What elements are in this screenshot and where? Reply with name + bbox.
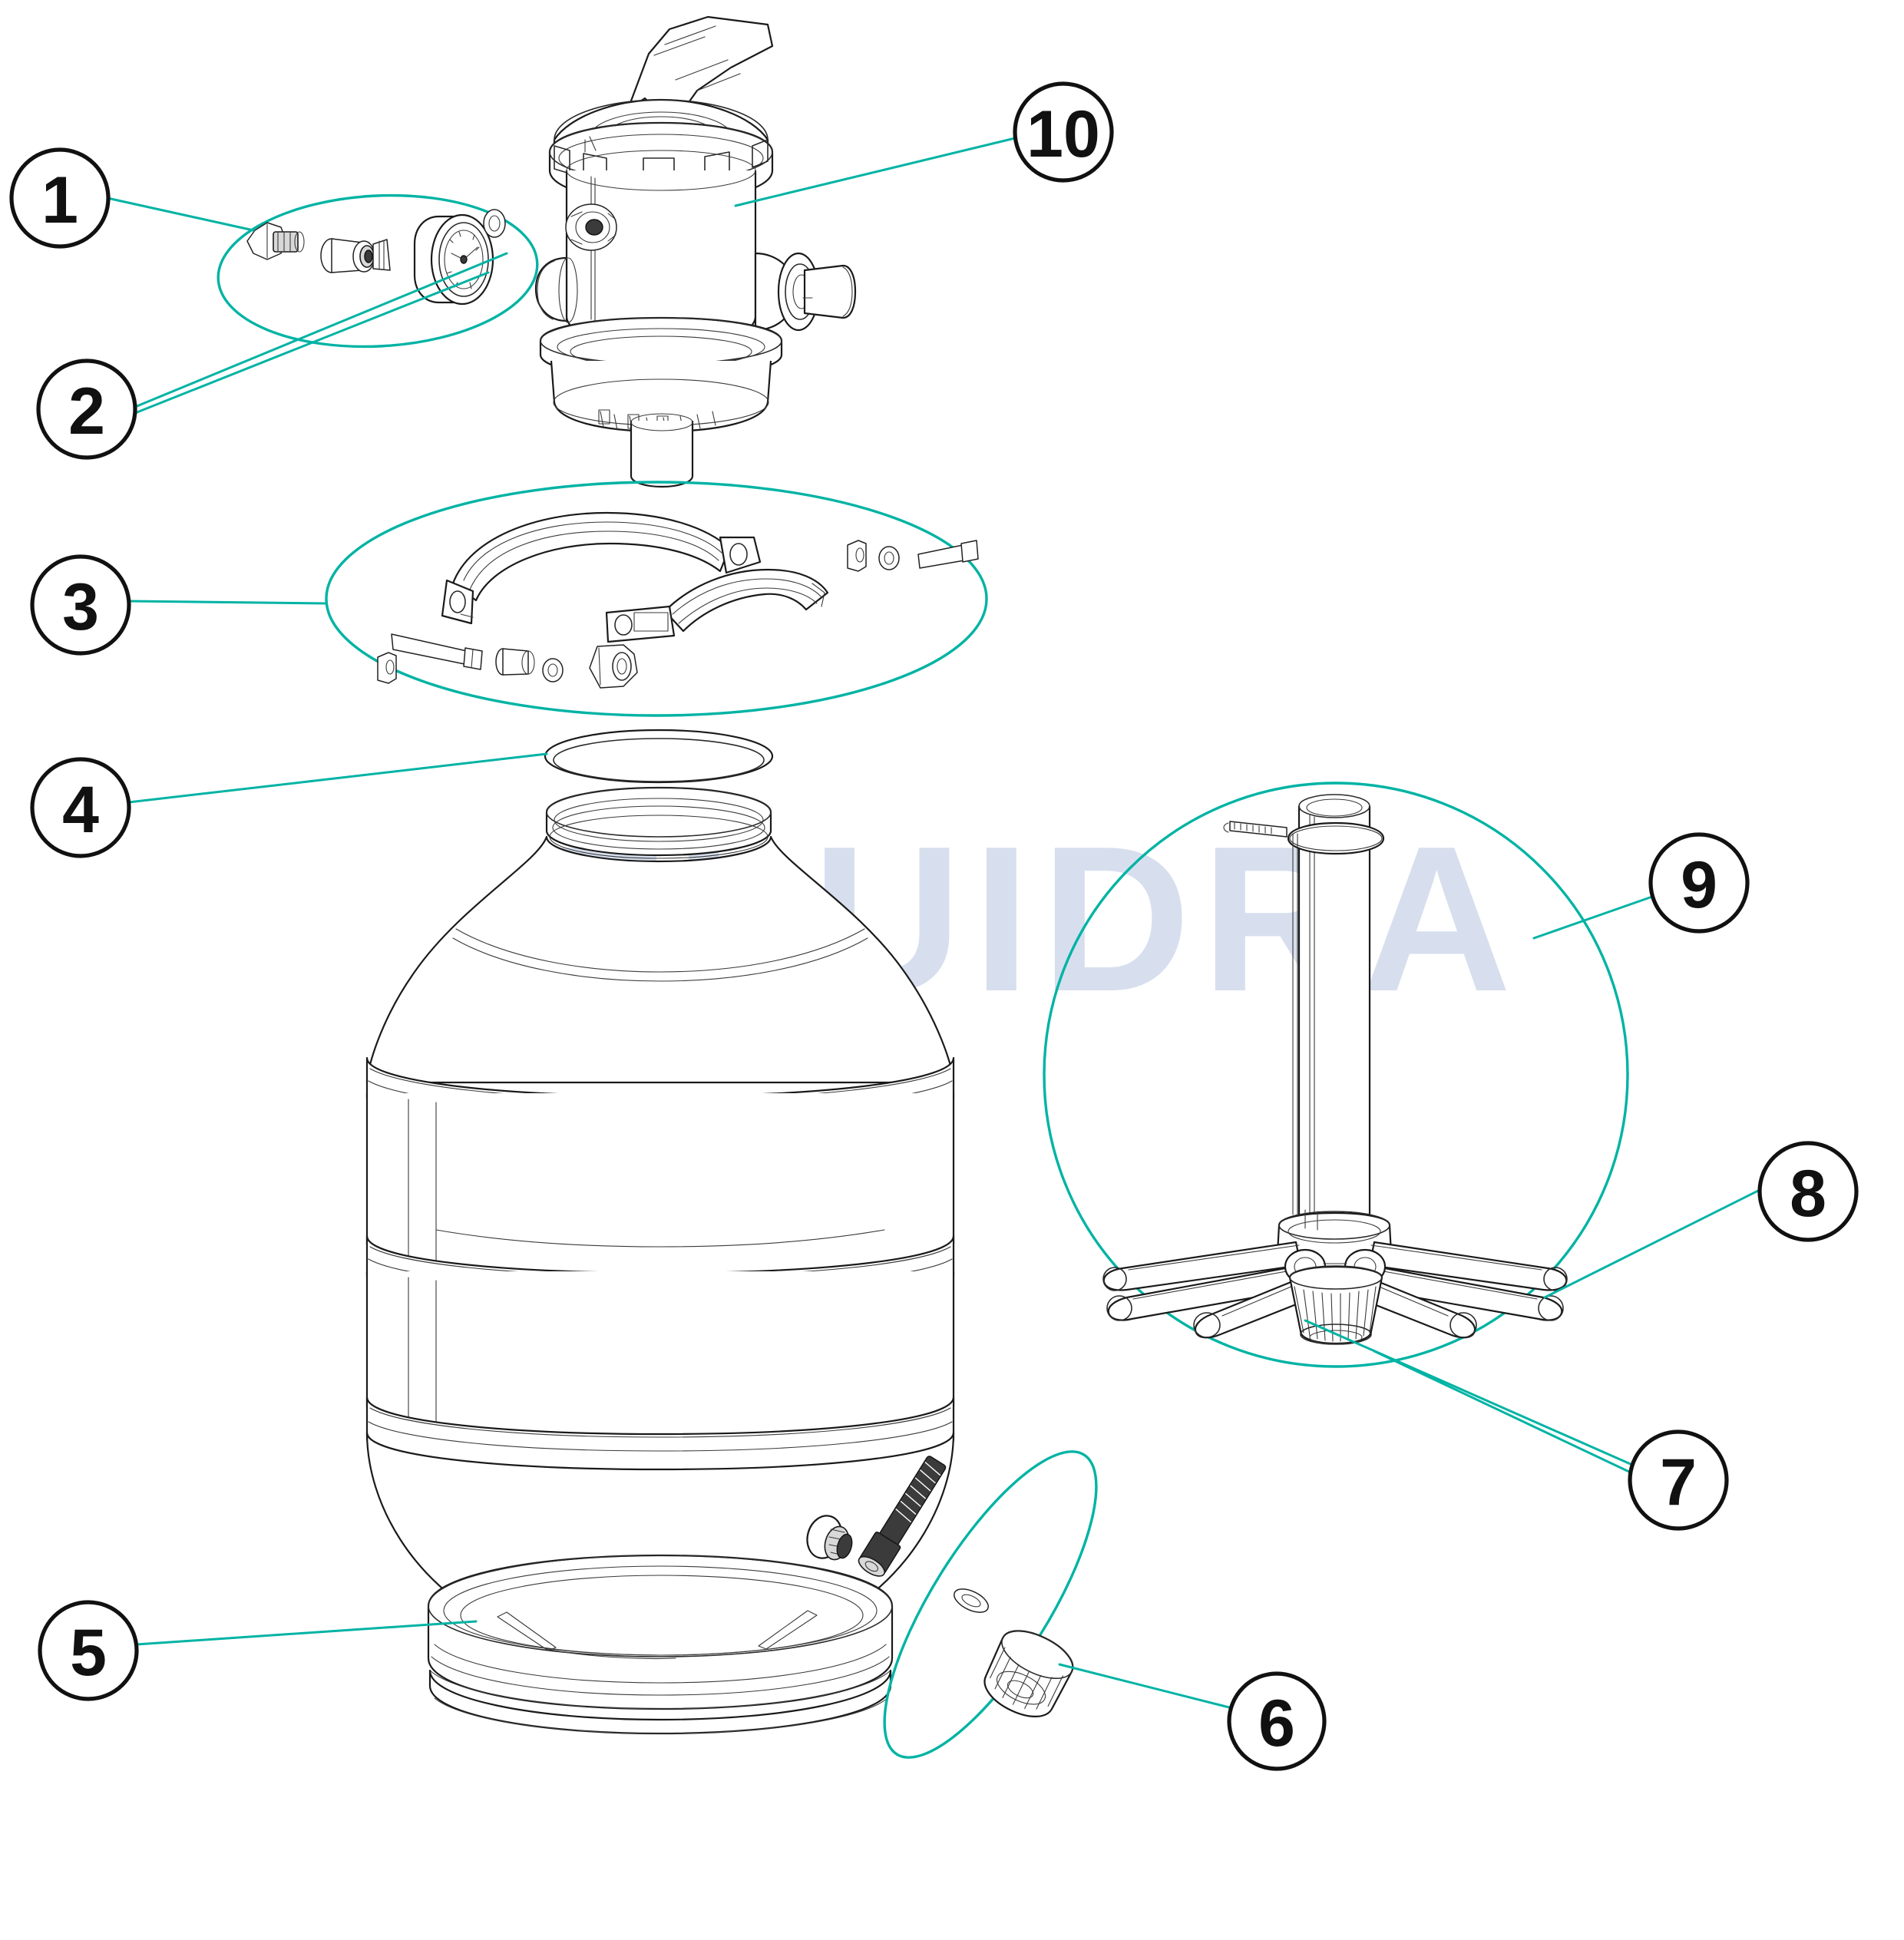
leader-3 [127, 600, 328, 605]
callout-8[interactable]: 8 [1757, 1141, 1859, 1242]
part-clamp-knob [589, 644, 638, 689]
valve-outlet-stub [630, 421, 694, 488]
group-gauge-kit [217, 193, 539, 349]
group-clamp-ring-kit [325, 481, 988, 717]
standpipe-ellipse [1043, 782, 1629, 1368]
part-air-relief-knob [246, 222, 305, 260]
callout-3-ring [30, 554, 131, 656]
tank-upper-dome [365, 835, 955, 1084]
tank-drain-boss [806, 1515, 853, 1561]
callout-8-label: 8 [1790, 1157, 1826, 1231]
valve-port-right [754, 252, 857, 332]
callout-1[interactable]: 1 [9, 147, 111, 249]
callout-10-ring [1013, 81, 1114, 183]
part-filter-tank [365, 786, 955, 1694]
callout-1-label: 1 [41, 164, 78, 237]
callout-2[interactable]: 2 [36, 359, 137, 460]
leader-8 [1543, 1188, 1761, 1299]
lateral-bottom-strainer [1288, 1265, 1383, 1345]
callout-3-label: 3 [62, 570, 99, 644]
leader-10 [734, 137, 1016, 207]
callout-7-ring [1628, 1429, 1729, 1531]
part-clamp-washer-right [878, 546, 900, 570]
leader-7a [1304, 1319, 1634, 1466]
lateral-arm-1 [1102, 1241, 1302, 1291]
part-clamp-half-lower [605, 568, 829, 643]
callout-10[interactable]: 10 [1013, 81, 1114, 183]
part-clamp-washer [542, 658, 564, 682]
leader-lines [106, 137, 1761, 1709]
leader-1 [106, 197, 255, 232]
callout-bubbles: 1 2 3 4 5 6 7 8 9 10 [9, 81, 1859, 1771]
callout-9[interactable]: 9 [1648, 832, 1750, 934]
leader-6 [1058, 1663, 1231, 1709]
part-tank-base [427, 1554, 894, 1735]
callout-7[interactable]: 7 [1628, 1429, 1729, 1531]
group-standpipe-assembly [1043, 782, 1629, 1368]
callout-8-ring [1757, 1141, 1859, 1242]
callout-2-label: 2 [68, 375, 105, 448]
leader-4 [127, 752, 548, 804]
part-clamp-square-nut-left [377, 652, 397, 684]
tank-cylinder-upper [365, 1093, 955, 1282]
callout-9-ring [1648, 832, 1750, 934]
part-drain-oring [954, 1588, 989, 1613]
base-ring-outer [427, 1554, 894, 1710]
callout-5-label: 5 [70, 1616, 107, 1690]
part-clamp-bolt-right [917, 540, 979, 569]
valve-side-knob [565, 203, 617, 251]
part-clamp-bolt [391, 633, 483, 670]
leader-7b [1373, 1350, 1632, 1474]
callout-6-label: 6 [1258, 1687, 1295, 1760]
lateral-arm-4 [1368, 1241, 1568, 1291]
standpipe-clip [1223, 821, 1288, 838]
callout-1-ring [9, 147, 111, 249]
callout-6[interactable]: 6 [1227, 1671, 1327, 1771]
valve-port-left [534, 256, 578, 323]
callout-3[interactable]: 3 [30, 554, 131, 656]
callout-5[interactable]: 5 [38, 1600, 139, 1701]
standpipe-collar [1287, 821, 1385, 855]
tank-cylinder-lower [365, 1271, 955, 1445]
callout-9-label: 9 [1681, 848, 1717, 922]
lateral-arm-6 [1351, 1273, 1477, 1339]
callout-7-label: 7 [1660, 1446, 1697, 1519]
part-pressure-gauge [413, 209, 506, 306]
callout-4[interactable]: 4 [30, 757, 131, 858]
lateral-arm-5 [1362, 1264, 1564, 1321]
part-drain-cap [983, 1630, 1074, 1717]
callout-6-ring [1227, 1671, 1327, 1771]
callout-4-ring [30, 757, 131, 858]
callout-5-ring [38, 1600, 139, 1701]
leader-2b [134, 271, 490, 415]
callout-2-ring [36, 359, 137, 460]
leader-2a [134, 252, 508, 408]
leader-5 [135, 1620, 478, 1646]
part-drain-bolt [858, 1456, 947, 1577]
part-gauge-adapter [320, 238, 391, 273]
part-clamp-half-upper [441, 511, 762, 625]
lateral-arm-2 [1106, 1264, 1308, 1321]
callout-4-label: 4 [62, 773, 99, 847]
clamp-kit-ellipse [325, 481, 988, 717]
gauge-kit-ellipse [217, 193, 539, 349]
group-drain-plug-kit [858, 1450, 1098, 1759]
part-clamp-spacer [495, 648, 535, 676]
callout-10-label: 10 [1026, 97, 1100, 171]
part-clamp-square-nut-right [847, 540, 867, 572]
part-lid-o-ring [544, 729, 774, 784]
leader-9 [1532, 895, 1654, 940]
part-multiport-valve [534, 15, 857, 488]
